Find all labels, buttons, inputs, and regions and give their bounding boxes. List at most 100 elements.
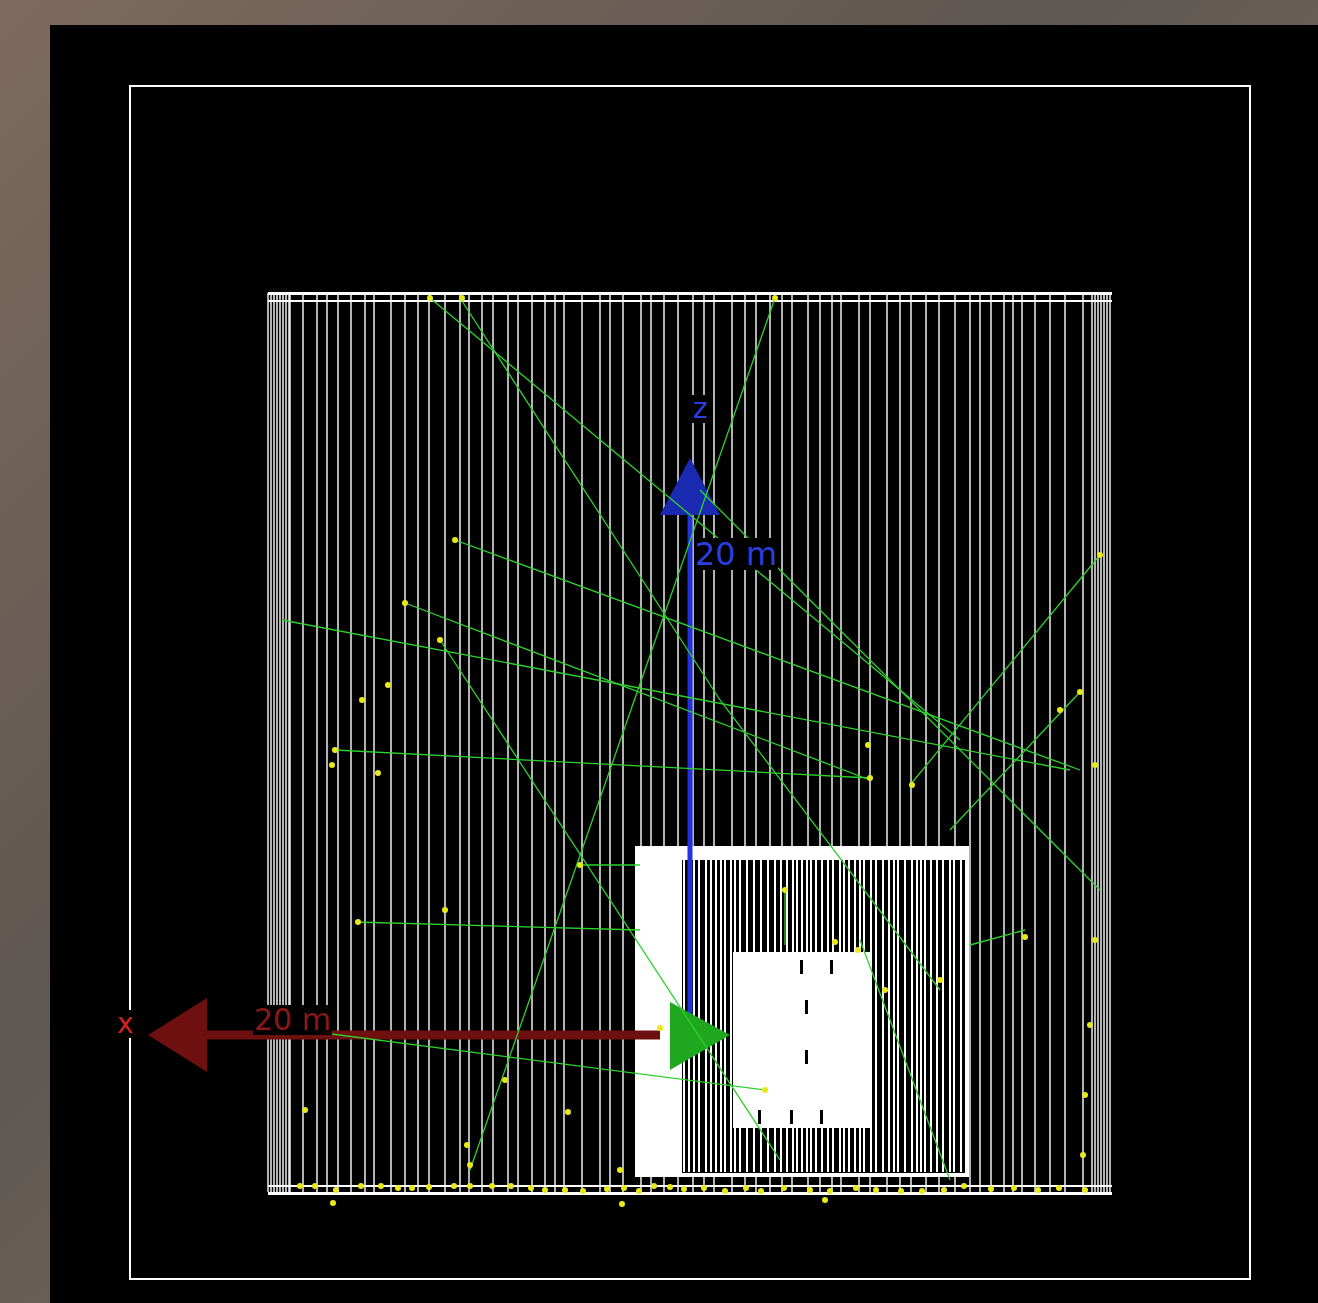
inner-fill bbox=[637, 848, 967, 860]
hit-dot bbox=[1082, 1187, 1088, 1193]
hit-dot bbox=[882, 987, 888, 993]
hit-dot bbox=[909, 782, 915, 788]
plane-line bbox=[404, 293, 405, 1192]
particle-track bbox=[282, 620, 1070, 770]
hit-dot bbox=[782, 887, 788, 893]
hit-dot bbox=[898, 1188, 904, 1194]
hit-dot bbox=[464, 1142, 470, 1148]
plane-line bbox=[364, 293, 365, 1192]
inner-plane bbox=[698, 860, 700, 1172]
plane-line bbox=[276, 293, 277, 1192]
hits bbox=[297, 295, 1103, 1207]
plane-line bbox=[350, 293, 351, 1192]
inner-frame bbox=[637, 848, 967, 1175]
hit-dot bbox=[442, 907, 448, 913]
hit-dot bbox=[1022, 934, 1028, 940]
plane-line bbox=[481, 293, 482, 1192]
hit-dot bbox=[937, 977, 943, 983]
plane-line bbox=[1103, 293, 1104, 1192]
inner-plane bbox=[904, 860, 906, 1172]
axis-label: 20 m bbox=[253, 1005, 332, 1035]
hit-dot bbox=[1035, 1187, 1041, 1193]
plane-line bbox=[337, 293, 338, 1192]
hit-dot bbox=[1057, 707, 1063, 713]
particle-track bbox=[784, 890, 785, 945]
hit-dot bbox=[451, 1183, 457, 1189]
inner-plane bbox=[720, 860, 722, 1172]
hit-dot bbox=[302, 1107, 308, 1113]
hit-dot bbox=[961, 1183, 967, 1189]
plane-line bbox=[1094, 293, 1095, 1192]
particle-track bbox=[470, 298, 775, 1170]
hit-dot bbox=[827, 1188, 833, 1194]
hit-dot bbox=[329, 762, 335, 768]
hit-dot bbox=[651, 1183, 657, 1189]
plane-line bbox=[267, 293, 268, 1192]
world-volume bbox=[130, 86, 1250, 1279]
inner-plane bbox=[897, 860, 899, 1172]
hit-dot bbox=[1087, 1022, 1093, 1028]
plane-line bbox=[492, 293, 493, 1192]
hit-dot bbox=[621, 1185, 627, 1191]
hit-dot bbox=[1092, 937, 1098, 943]
detector-planes bbox=[268, 292, 1112, 1195]
hit-dot bbox=[402, 600, 408, 606]
hit-dot bbox=[822, 1197, 828, 1203]
plane-line bbox=[288, 293, 289, 1192]
hit-dot bbox=[358, 1183, 364, 1189]
plane-line bbox=[390, 293, 391, 1192]
plane-line bbox=[468, 293, 469, 1192]
plane-line bbox=[1100, 293, 1101, 1192]
plane-line bbox=[285, 293, 286, 1192]
hit-dot bbox=[359, 697, 365, 703]
axes bbox=[148, 458, 730, 1072]
inner-detector bbox=[637, 848, 967, 1175]
plane-frame bbox=[268, 300, 1112, 302]
hit-dot bbox=[508, 1183, 514, 1189]
hit-dot bbox=[919, 1188, 925, 1194]
plane-line bbox=[417, 293, 418, 1192]
hit-dot bbox=[865, 742, 871, 748]
core-gap bbox=[758, 1110, 761, 1124]
hit-dot bbox=[941, 1187, 947, 1193]
axis-label: z bbox=[692, 395, 709, 423]
plane-line bbox=[1091, 293, 1092, 1192]
plane-line bbox=[428, 293, 429, 1192]
hit-dot bbox=[467, 1162, 473, 1168]
hit-dot bbox=[807, 1187, 813, 1193]
inner-plane bbox=[705, 860, 707, 1172]
core-gap bbox=[790, 1110, 793, 1124]
inner-plane bbox=[953, 860, 955, 1172]
plane-line bbox=[609, 293, 610, 1192]
hit-dot bbox=[1077, 689, 1083, 695]
hit-dot bbox=[604, 1186, 610, 1192]
hit-dot bbox=[636, 1188, 642, 1194]
hit-dot bbox=[332, 747, 338, 753]
plane-line bbox=[1106, 293, 1107, 1192]
core-gap bbox=[830, 960, 833, 974]
hit-dot bbox=[617, 1167, 623, 1173]
plane-line bbox=[1082, 293, 1083, 1192]
hit-dot bbox=[502, 1077, 508, 1083]
plane-line bbox=[270, 293, 271, 1192]
particle-track bbox=[970, 930, 1025, 945]
hit-dot bbox=[873, 1187, 879, 1193]
inner-box bbox=[637, 848, 967, 1175]
hit-dot bbox=[489, 1183, 495, 1189]
hit-dot bbox=[781, 1185, 787, 1191]
plane-line bbox=[1064, 293, 1065, 1192]
particle-track bbox=[950, 692, 1080, 830]
z-axis bbox=[688, 515, 693, 1035]
hit-dot bbox=[297, 1183, 303, 1189]
inner-plane bbox=[942, 860, 944, 1172]
hit-dot bbox=[385, 682, 391, 688]
hit-dot bbox=[867, 775, 873, 781]
tracks bbox=[282, 298, 1100, 1180]
particle-track bbox=[355, 922, 640, 930]
inner-plane bbox=[710, 860, 712, 1172]
inner-plane bbox=[882, 860, 884, 1172]
hit-dot bbox=[762, 1087, 768, 1093]
particle-track bbox=[440, 640, 780, 1160]
hit-dot bbox=[542, 1187, 548, 1193]
